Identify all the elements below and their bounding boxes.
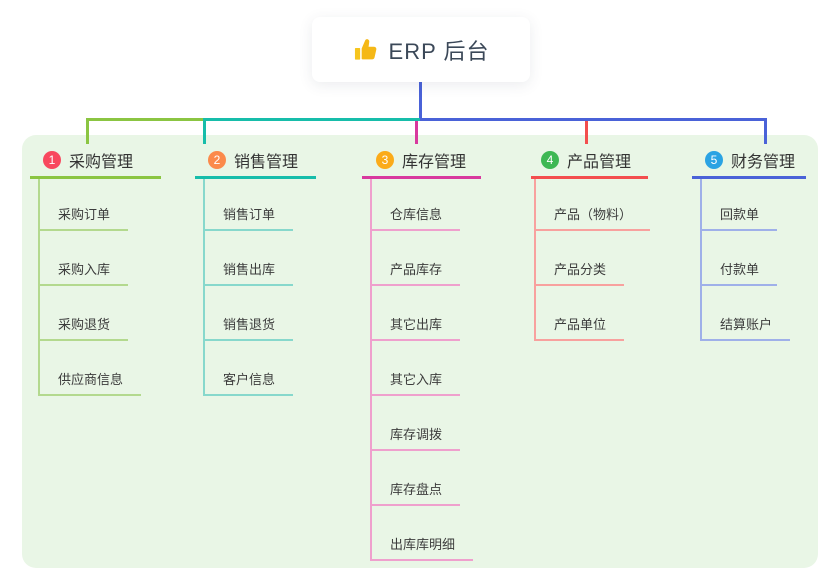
branch-node-1[interactable]: 1 采购管理 [43, 148, 133, 172]
branch-node-4[interactable]: 4 产品管理 [541, 148, 631, 172]
branch-underline [195, 176, 316, 179]
branch-node-3[interactable]: 3 库存管理 [376, 148, 466, 172]
branch-drop-line [415, 121, 418, 144]
child-node[interactable]: 其它出库 [370, 316, 461, 341]
branch-node-label: 采购管理 [69, 154, 134, 171]
root-connector-line [419, 82, 422, 121]
children-spine-line [700, 179, 702, 341]
child-node[interactable]: 采购订单 [38, 206, 129, 231]
branch-number-badge: 1 [43, 151, 61, 169]
branch-node-5[interactable]: 5 财务管理 [705, 148, 795, 172]
child-node[interactable]: 仓库信息 [370, 206, 461, 231]
child-node[interactable]: 付款单 [700, 261, 778, 286]
branch-node-label: 财务管理 [731, 154, 796, 171]
branch-underline [692, 176, 806, 179]
branch-drop-line [86, 121, 89, 144]
branch-underline [362, 176, 481, 179]
branch-drop-line [764, 121, 767, 144]
child-node[interactable]: 出库库明细 [370, 536, 474, 561]
child-node[interactable]: 采购入库 [38, 261, 129, 286]
child-node[interactable]: 销售退货 [203, 316, 294, 341]
child-node[interactable]: 回款单 [700, 206, 778, 231]
bus-line-segment [203, 118, 420, 121]
children-spine-line [534, 179, 536, 341]
child-node[interactable]: 其它入库 [370, 371, 461, 396]
root-node-label: ERP 后台 [388, 38, 490, 64]
branch-drop-line [203, 121, 206, 144]
child-node[interactable]: 采购退货 [38, 316, 129, 341]
child-node[interactable]: 产品（物料） [534, 206, 651, 231]
branch-number-badge: 5 [705, 151, 723, 169]
branch-node-label: 库存管理 [402, 154, 467, 171]
thumbs-up-icon [354, 38, 376, 60]
child-node[interactable]: 销售出库 [203, 261, 294, 286]
child-node[interactable]: 客户信息 [203, 371, 294, 396]
children-spine-line [370, 179, 372, 561]
child-node[interactable]: 供应商信息 [38, 371, 142, 396]
branch-node-label: 销售管理 [234, 154, 299, 171]
root-node[interactable]: ERP 后台 [312, 17, 530, 82]
child-node[interactable]: 产品分类 [534, 261, 625, 286]
branch-number-badge: 3 [376, 151, 394, 169]
branch-underline [30, 176, 161, 179]
branches-panel [22, 135, 818, 568]
branch-number-badge: 2 [208, 151, 226, 169]
child-node[interactable]: 库存调拨 [370, 426, 461, 451]
branch-underline [531, 176, 648, 179]
child-node[interactable]: 库存盘点 [370, 481, 461, 506]
children-spine-line [203, 179, 205, 396]
children-spine-line [38, 179, 40, 396]
bus-line-segment [420, 118, 767, 121]
bus-line-segment [86, 118, 203, 121]
child-node[interactable]: 销售订单 [203, 206, 294, 231]
child-node[interactable]: 产品单位 [534, 316, 625, 341]
child-node[interactable]: 结算账户 [700, 316, 791, 341]
branch-drop-line [585, 121, 588, 144]
branch-node-2[interactable]: 2 销售管理 [208, 148, 298, 172]
branch-node-label: 产品管理 [567, 154, 632, 171]
branch-number-badge: 4 [541, 151, 559, 169]
child-node[interactable]: 产品库存 [370, 261, 461, 286]
